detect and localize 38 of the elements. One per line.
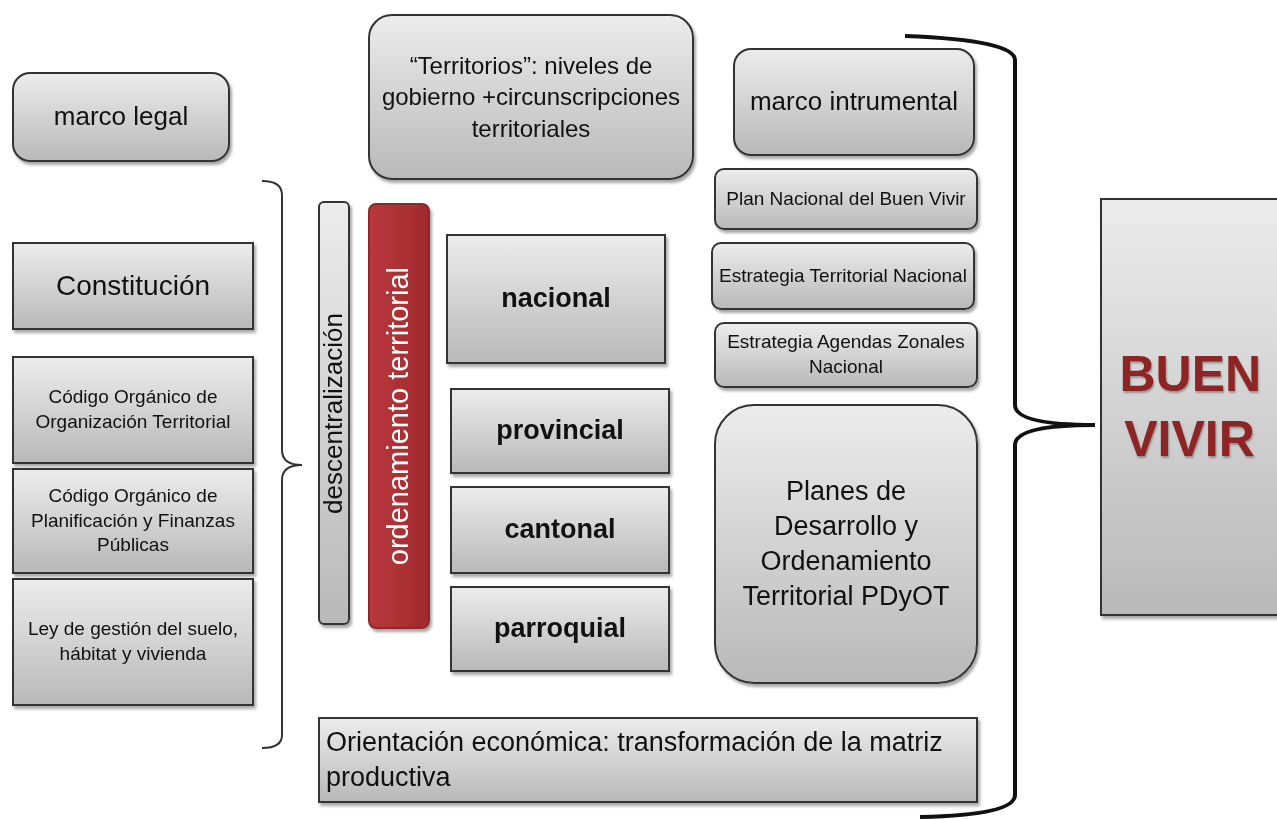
vertical-bar	[318, 201, 350, 625]
box-label: Ley de gestión del suelo, hábitat y vivienda	[26, 617, 240, 666]
box-label: marco intrumental	[748, 85, 960, 119]
box-label: provincial	[495, 414, 625, 448]
process-box	[318, 717, 978, 803]
box-label: “Territorios”: niveles de gobierno +circunscripciones territoriales	[380, 51, 682, 144]
rounded-box	[714, 404, 978, 684]
box-label: parroquial	[493, 612, 627, 646]
process-box	[12, 468, 254, 574]
process-box	[12, 242, 254, 330]
box-label: marco legal	[52, 100, 190, 134]
rounded-box	[711, 242, 975, 310]
box-label: cantonal	[503, 513, 617, 547]
box-label: ordenamiento territorial	[381, 266, 416, 566]
box-label: Estrategia Agendas Zonales Nacional	[726, 330, 966, 379]
rounded-box	[12, 72, 230, 162]
rounded-box	[714, 168, 978, 230]
rounded-box	[733, 48, 975, 156]
rounded-box	[714, 322, 978, 388]
box-label: BUEN VIVIR	[1118, 345, 1263, 469]
box-label: Planes de Desarrollo y Ordenamiento Territorial PDyOT	[741, 474, 951, 614]
box-label: Código Orgánico de Organización Territorial	[34, 385, 232, 434]
box-label: descentralización	[317, 312, 350, 514]
process-box	[12, 578, 254, 706]
box-label: Código Orgánico de Planificación y Finanzas Públicas	[30, 483, 236, 558]
box-label: Constitución	[54, 268, 212, 303]
rounded-box	[368, 14, 694, 180]
box-label: nacional	[500, 282, 612, 316]
process-box	[12, 356, 254, 464]
process-box	[450, 586, 670, 672]
box-label: Plan Nacional del Buen Vivir	[725, 186, 967, 211]
process-box	[450, 486, 670, 574]
box-label: Estrategia Territorial Nacional	[718, 263, 968, 288]
vertical-bar	[368, 203, 430, 629]
process-box	[450, 388, 670, 474]
process-box	[1100, 198, 1277, 616]
box-label: Orientación económica: transformación de la matriz productiva	[325, 725, 944, 794]
process-box	[446, 234, 666, 364]
